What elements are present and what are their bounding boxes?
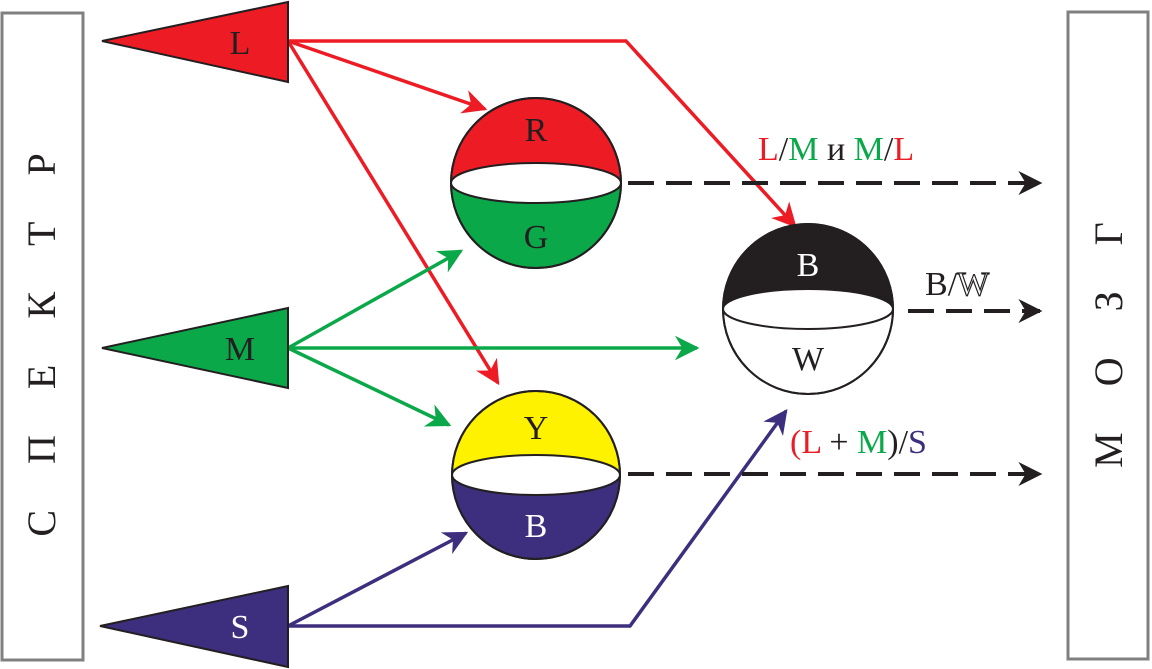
- opponent-cell-bw: B W: [721, 223, 895, 395]
- caption-yb-l: L: [801, 424, 821, 461]
- caption-bw-b: B: [925, 266, 948, 303]
- spectrum-box: С П Е К Т Р: [0, 11, 85, 662]
- opponent-cell-rg: R G: [449, 97, 623, 269]
- output-arrows: [628, 171, 1043, 486]
- cell-yb-bottom-label: B: [525, 508, 548, 545]
- caption-bw-w: W: [957, 266, 990, 303]
- connection-l-to-bw: [288, 39, 797, 228]
- caption-yb-plus: +: [821, 424, 857, 461]
- output-caption-bw: B/W: [925, 266, 990, 303]
- caption-rg-and: и: [818, 131, 853, 168]
- caption-rg-l2: L: [893, 131, 914, 168]
- caption-rg-m2: M: [854, 131, 884, 168]
- cell-yb-top-label: Y: [524, 410, 549, 447]
- brain-label: М О З Г: [1086, 204, 1131, 468]
- cone-m: M: [101, 306, 289, 390]
- output-caption-rg: L/M и M/L: [758, 131, 914, 168]
- connection-m-to-rg: [287, 249, 464, 350]
- caption-bw-slash: /: [948, 266, 958, 303]
- caption-yb-s: S: [908, 424, 927, 461]
- output-caption-yb: (L + M)/S: [790, 424, 927, 461]
- caption-rg-slash1: /: [779, 131, 789, 168]
- connection-l-to-rg: [287, 39, 488, 114]
- cell-rg-bottom-label: G: [524, 219, 549, 256]
- cone-l-label: L: [230, 25, 251, 62]
- connection-s-to-yb: [287, 531, 469, 628]
- opponent-cell-yb: Y B: [450, 390, 622, 560]
- caption-rg-m1: M: [788, 131, 818, 168]
- cone-s: S: [99, 584, 289, 669]
- cell-bw-bottom-label: W: [792, 341, 825, 378]
- cone-s-label: S: [231, 609, 250, 646]
- caption-yb-open: (: [790, 424, 801, 461]
- spectrum-label: С П Е К Т Р: [19, 135, 64, 536]
- caption-rg-slash2: /: [884, 131, 894, 168]
- caption-yb-m: M: [857, 424, 887, 461]
- cone-m-label: M: [225, 331, 255, 368]
- caption-rg-l1: L: [758, 131, 779, 168]
- connection-l-to-yb: [286, 40, 500, 386]
- cell-bw-top-label: B: [797, 247, 820, 284]
- cell-rg-top-label: R: [525, 112, 548, 149]
- connection-s-to-bw: [288, 409, 788, 628]
- cone-l: L: [101, 0, 289, 84]
- brain-box: М О З Г: [1066, 10, 1150, 661]
- connection-m-to-yb: [287, 346, 452, 427]
- connections: [286, 39, 797, 628]
- caption-yb-close: )/: [887, 424, 908, 461]
